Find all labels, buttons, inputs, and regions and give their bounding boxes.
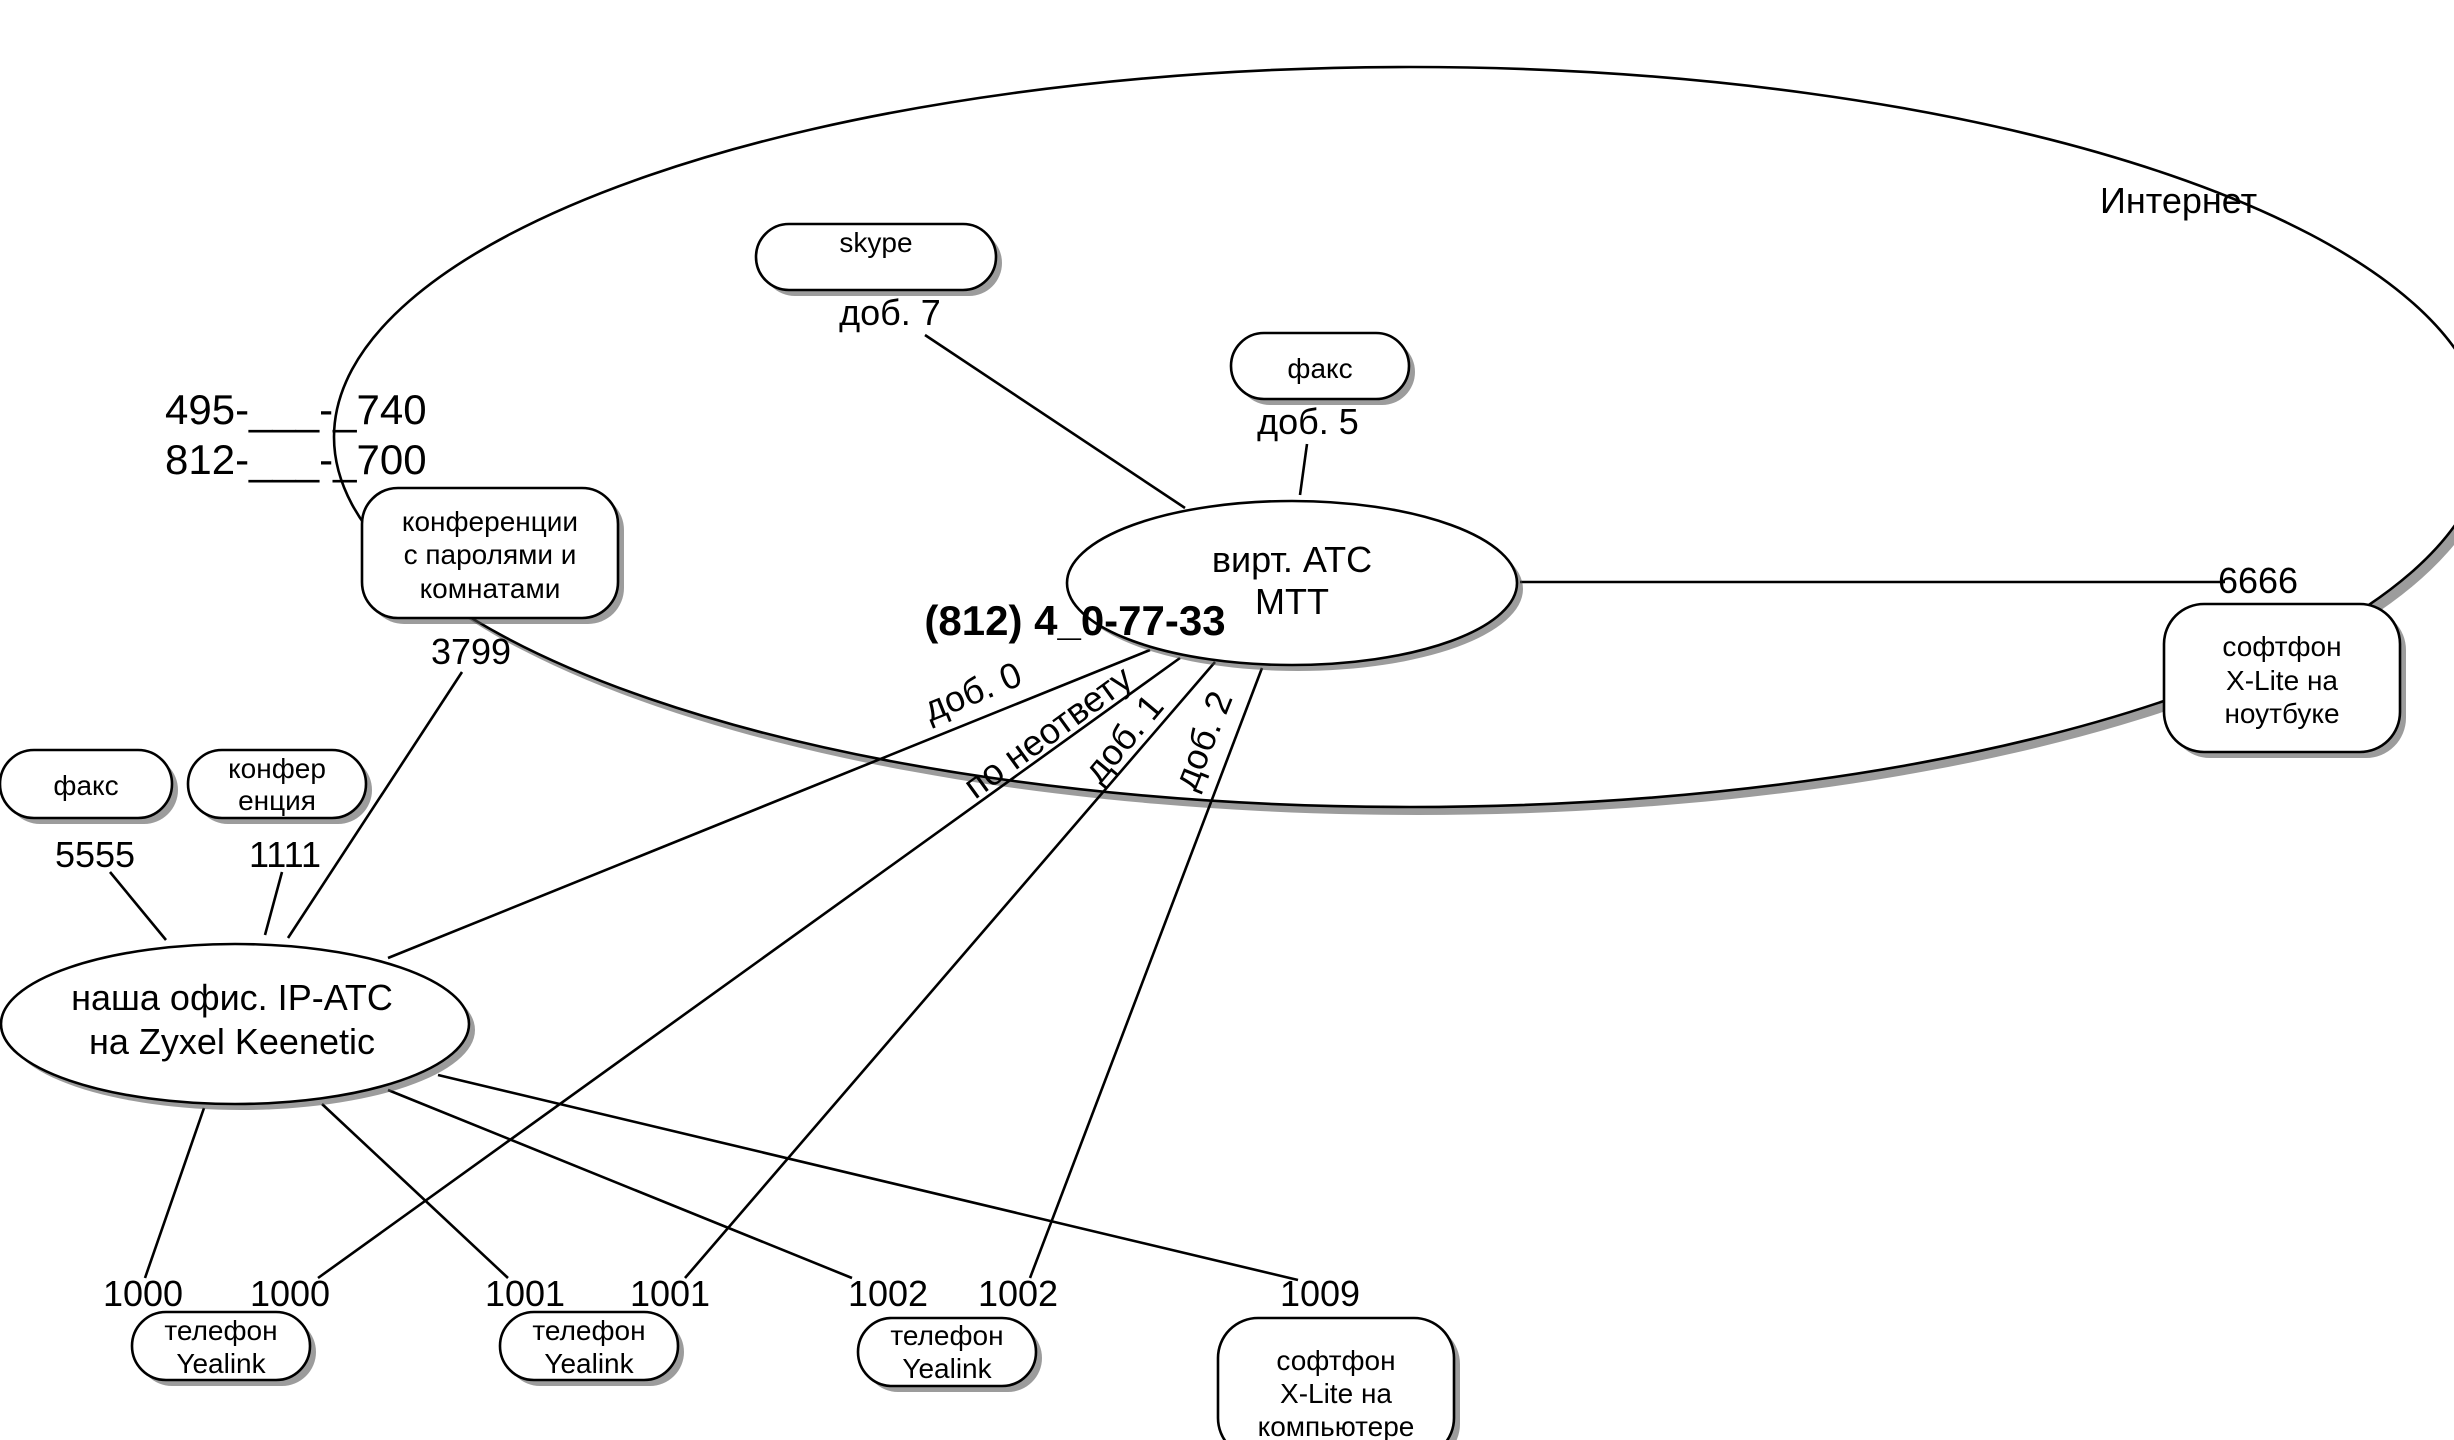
softphone-pc-line2: X-Lite на [1280,1378,1392,1409]
phone2-num-b: 1001 [630,1273,710,1314]
fax-office-num: 5555 [55,834,135,875]
softphone-laptop-line2: X-Lite на [2226,665,2338,696]
fax-virtual-label: факс [1287,353,1352,384]
skype-ext: доб. 7 [839,292,941,333]
fax-virtual-node [1229,331,1411,401]
virtual-pbx-line2: МТТ [1255,581,1329,622]
conf-rooms-line3: комнатами [420,573,561,604]
fax-office-label: факс [53,770,118,801]
office-pbx-line2: на Zyxel Keenetic [89,1021,375,1062]
virtual-pbx-node [1065,499,1519,667]
edge-fax-office [108,871,168,941]
external-number-moscow: 495-___-_740 [165,386,427,433]
softphone-pc-line1: софтфон [1276,1345,1395,1376]
fax-virtual-ext: доб. 5 [1257,401,1359,442]
conf-rooms-node [360,486,620,620]
conf-rooms-num: 3799 [431,631,511,672]
office-pbx-line1: наша офис. IP-АТС [71,977,393,1018]
office-pbx-node [0,942,471,1106]
conference-node [186,748,368,820]
conference-num: 1111 [249,834,321,875]
virtual-pbx-number: (812) 4_0-77-33 [924,597,1225,644]
phone1-node [130,1310,312,1382]
phone2-node [498,1310,680,1382]
phone2-num-a: 1001 [485,1273,565,1314]
conf-rooms-line1: конференции [402,506,578,537]
edge-fax-virtual [1298,443,1309,496]
phone1-num-a: 1000 [103,1273,183,1314]
phone3-line2: Yealink [902,1353,992,1384]
softphone-pc-num: 1009 [1280,1273,1360,1314]
softphone-pc-node [1216,1316,1456,1440]
edge-office-1000 [143,1107,206,1279]
phone3-num-b: 1002 [978,1273,1058,1314]
virtual-pbx-line1: вирт. АТС [1212,539,1372,580]
skype-node [754,222,998,292]
skype-label: skype [839,227,912,258]
conference-line1: конфер [228,753,326,784]
edge-skype-virtual [924,333,1186,510]
softphone-laptop-node [2162,602,2402,754]
softphone-laptop-line3: ноутбуке [2224,698,2339,729]
conf-rooms-line2: с паролями и [404,539,577,570]
softphone-laptop-num: 6666 [2218,560,2298,601]
conference-line2: енция [238,785,316,816]
phone3-line1: телефон [890,1320,1003,1351]
softphone-pc-line3: компьютере [1258,1411,1415,1440]
external-number-spb: 812-___-_700 [165,436,427,483]
edge-office-1002 [387,1088,853,1280]
phone2-line1: телефон [532,1315,645,1346]
phone2-line2: Yealink [544,1348,634,1379]
softphone-laptop-line1: софтфон [2222,631,2341,662]
internet-label: Интернет [2100,180,2257,221]
edge-conference [263,871,284,936]
edge-ext0 [387,648,1151,960]
edge-conf-rooms [286,671,464,939]
phone1-line2: Yealink [176,1348,266,1379]
edge-ext2 [1028,667,1264,1279]
edge-office-1009 [437,1073,1299,1282]
phone3-node [856,1316,1038,1388]
phone1-line1: телефон [164,1315,277,1346]
edge-ext1 [684,661,1216,1279]
edge-no-answer [317,656,1181,1280]
edge-office-1001 [321,1103,509,1279]
fax-office-node [0,748,174,820]
internet-ellipse [333,65,2454,809]
phone3-num-a: 1002 [848,1273,928,1314]
phone1-num-b: 1000 [250,1273,330,1314]
